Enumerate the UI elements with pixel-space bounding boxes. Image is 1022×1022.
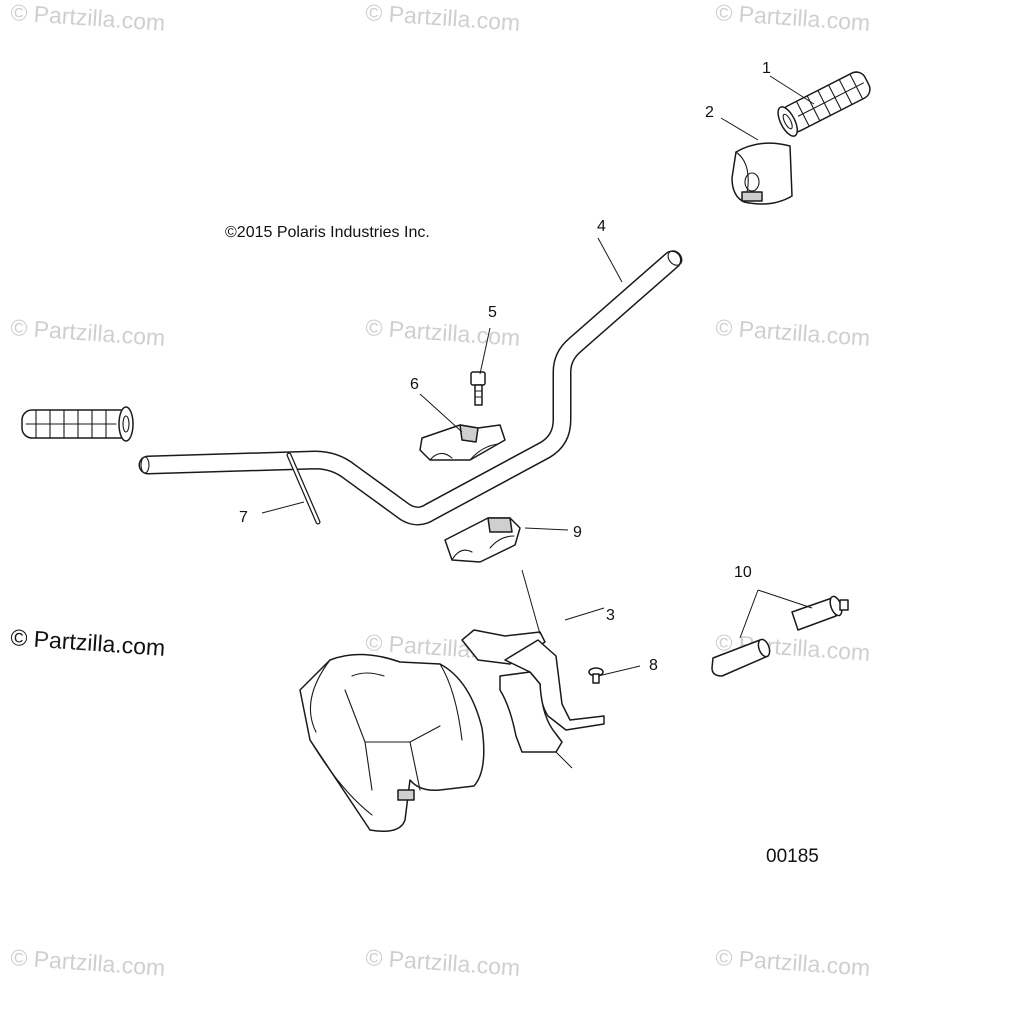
callout-8: 8 [649, 657, 658, 674]
watermark: © Partzilla.com [715, 0, 871, 36]
callout-5: 5 [488, 304, 497, 321]
callout-10: 10 [734, 564, 752, 581]
watermark: © Partzilla.com [365, 314, 521, 351]
callout-4: 4 [597, 218, 606, 235]
throttle-housing[interactable] [731, 142, 793, 205]
watermark-layer: © Partzilla.com © Partzilla.com © Partzi… [10, 0, 871, 981]
watermark: © Partzilla.com [10, 944, 166, 981]
callout-3: 3 [606, 607, 615, 624]
watermark: © Partzilla.com [715, 314, 871, 351]
leader-lines [261, 75, 815, 677]
left-grip[interactable] [21, 406, 134, 442]
callout-2: 2 [705, 104, 714, 121]
watermark: © Partzilla.com [715, 944, 871, 981]
watermark: © Partzilla.com [365, 0, 521, 36]
handlebar[interactable] [138, 248, 685, 526]
lower-clamp[interactable] [444, 517, 521, 563]
diagram-number: 00185 [766, 846, 819, 867]
upper-clamp[interactable] [419, 424, 506, 461]
long-rod[interactable] [286, 452, 321, 525]
watermark: © Partzilla.com [10, 0, 166, 36]
watermark: © Partzilla.com [10, 314, 166, 351]
callout-6: 6 [410, 376, 419, 393]
copyright-text: ©2015 Polaris Industries Inc. [225, 224, 430, 241]
mounting-bolt[interactable] [470, 371, 486, 406]
callout-labels: 1 2 3 4 5 6 7 8 9 10 [239, 60, 771, 674]
callout-9: 9 [573, 524, 582, 541]
mounting-bracket[interactable] [461, 569, 605, 769]
callout-1: 1 [762, 60, 771, 77]
callout-7: 7 [239, 509, 248, 526]
switch-assembly[interactable] [711, 595, 849, 677]
watermark-bold: © Partzilla.com [10, 624, 166, 661]
right-grip[interactable] [774, 67, 874, 139]
headlight-pod[interactable] [299, 653, 485, 832]
small-screw[interactable] [588, 667, 604, 684]
watermark: © Partzilla.com [365, 944, 521, 981]
